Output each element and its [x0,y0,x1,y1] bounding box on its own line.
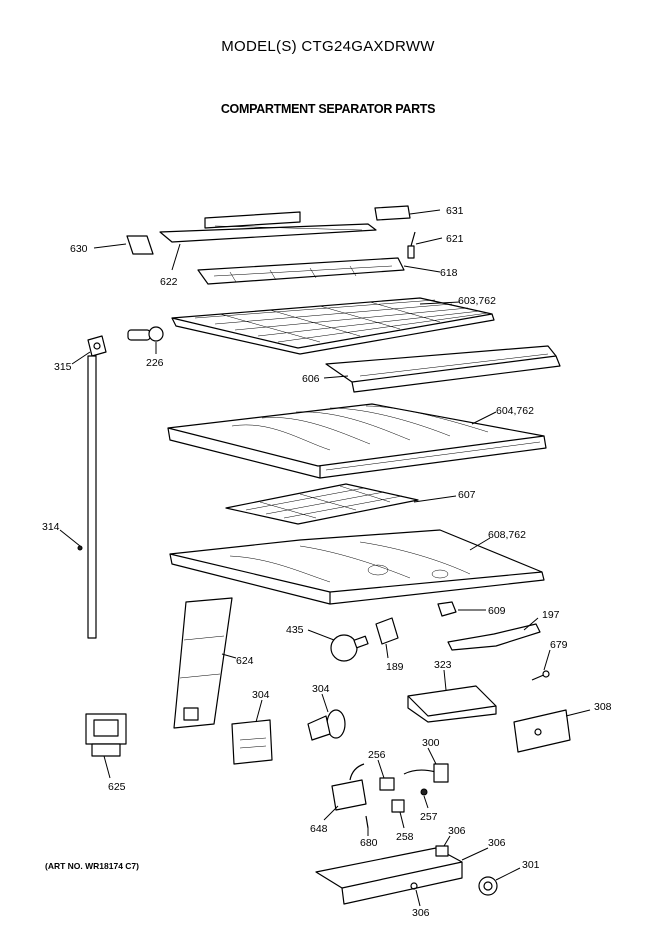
callout-679: 679 [550,639,568,651]
part-306-base [315,845,463,905]
part-256-switch [379,777,395,791]
part-304-block [231,719,273,765]
callout-648: 648 [310,823,328,835]
part-308-plate [513,709,571,753]
part-679-screw [531,670,550,681]
part-618-rail [197,257,405,285]
callout-304-left: 304 [252,689,270,701]
callout-604-762: 604,762 [496,405,534,417]
art-number: (ART NO. WR18174 C7) [45,861,139,871]
callout-603-762: 603,762 [458,295,496,307]
part-609 [437,601,457,617]
callout-618: 618 [440,267,458,279]
part-189-socket [375,617,399,645]
section-subtitle: COMPARTMENT SEPARATOR PARTS [220,102,436,116]
callout-435: 435 [286,624,304,636]
callout-622: 622 [160,276,178,288]
part-323-housing [407,685,497,723]
callout-624: 624 [236,655,254,667]
leader-lines [59,209,591,907]
part-631-clip [374,205,411,221]
part-604-separator-pan [167,403,547,479]
part-315-bracket [87,335,107,357]
part-606-trim [325,345,561,393]
part-258-clip [391,799,405,813]
callout-189: 189 [386,661,404,673]
part-607-filter [225,483,419,525]
callout-625: 625 [108,781,126,793]
part-226-knob [127,326,164,342]
callout-606: 606 [302,373,320,385]
callout-314: 314 [42,521,60,533]
callout-226: 226 [146,357,164,369]
callout-621: 621 [446,233,464,245]
part-314-rod [77,355,97,639]
part-624-panel [173,597,233,729]
callout-300: 300 [422,737,440,749]
part-300-harness [403,763,449,783]
part-608-lower-pan [169,529,545,605]
callout-680: 680 [360,837,378,849]
callout-258: 258 [396,831,414,843]
page-title: MODEL(S) CTG24GAXDRWW [221,38,435,55]
callout-607: 607 [458,489,476,501]
part-257-screw [420,788,428,796]
callout-256: 256 [368,749,386,761]
part-680-screw [365,815,369,829]
part-630-plate [126,235,154,255]
callout-304-right: 304 [312,683,330,695]
part-621-pin [407,231,416,259]
part-301-knob [478,876,498,896]
part-625-switch [85,713,127,757]
callout-631: 631 [446,205,464,217]
callout-609: 609 [488,605,506,617]
callout-323: 323 [434,659,452,671]
callout-197: 197 [542,609,560,621]
callout-315: 315 [54,361,72,373]
callout-630: 630 [70,243,88,255]
callout-308: 308 [594,701,612,713]
callout-301: 301 [522,859,540,871]
callout-306-bottom: 306 [412,907,430,919]
callout-306-right: 306 [488,837,506,849]
part-435-bulb [330,634,369,662]
callout-608-762: 608,762 [488,529,526,541]
part-603-wire-shelf [171,297,495,355]
part-648-motor [331,763,367,811]
part-622-cover [159,211,377,243]
callout-306-top: 306 [448,825,466,837]
callout-257: 257 [420,811,438,823]
part-304-thermostat [307,709,346,741]
part-197-strip [447,623,541,651]
